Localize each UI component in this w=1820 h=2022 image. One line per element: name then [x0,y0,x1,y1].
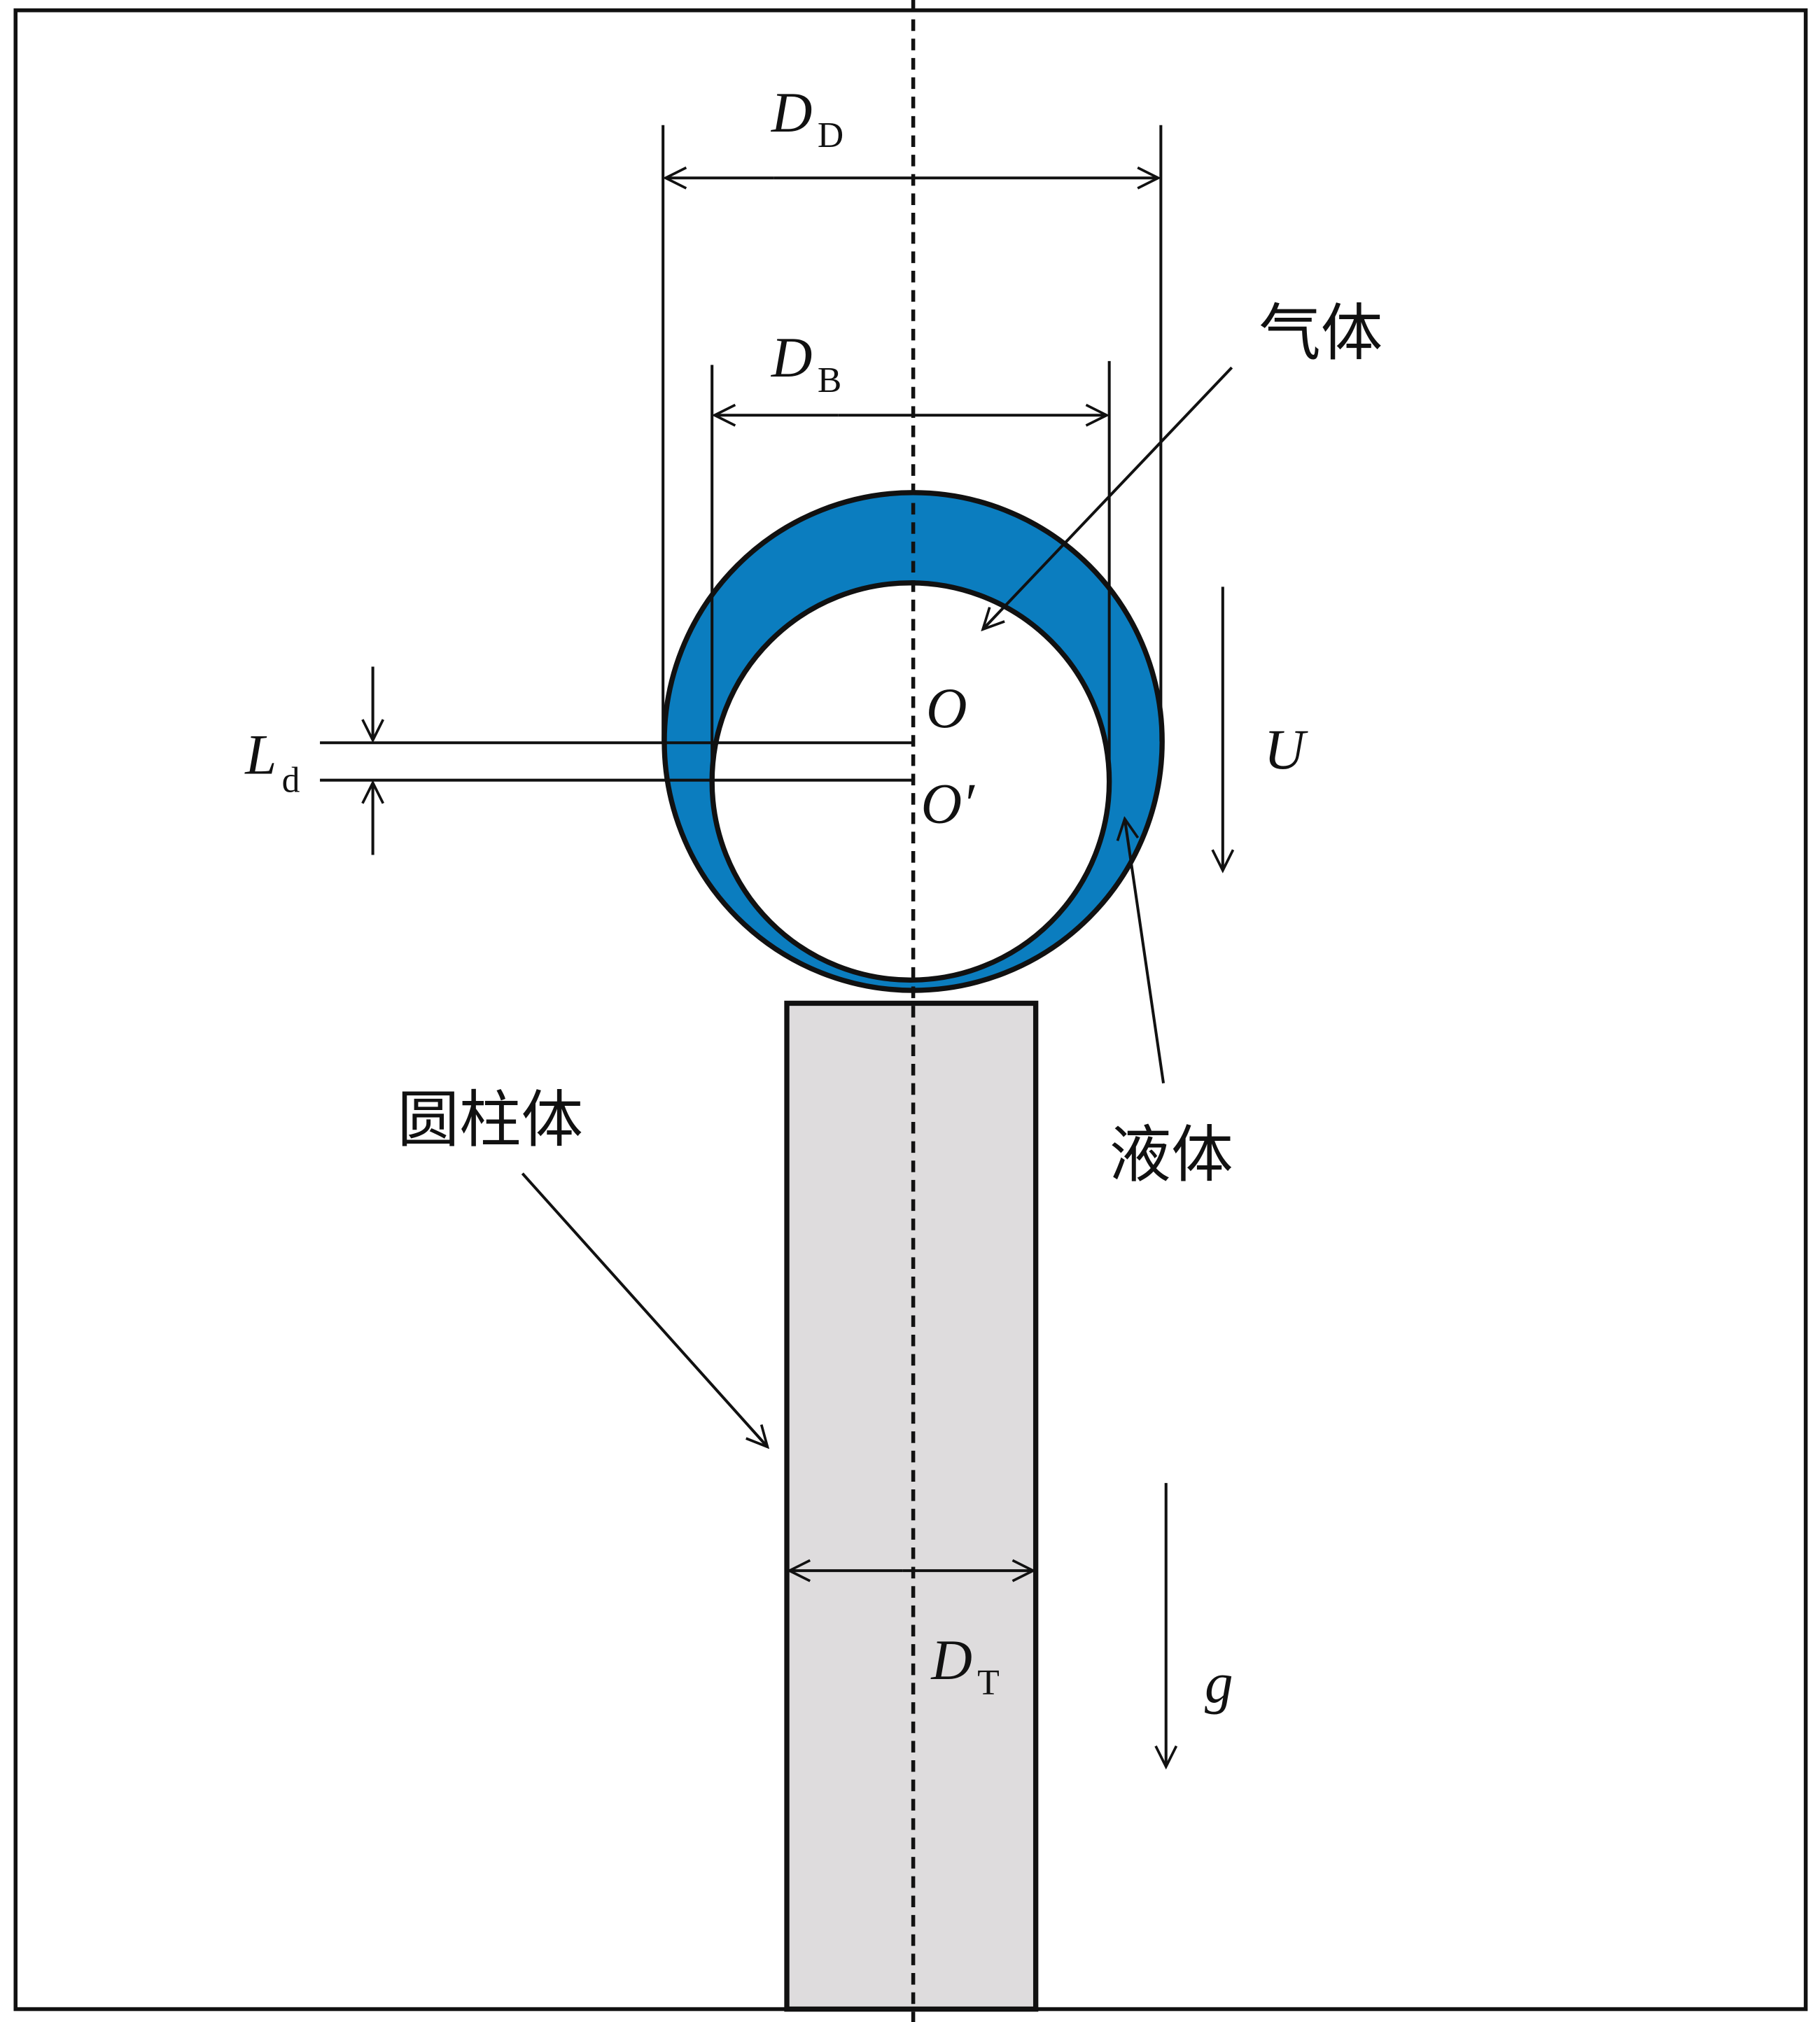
liquid-pointer-arrow [1125,819,1166,1083]
liquid-label: 液体 [1110,1118,1233,1191]
DT-label: D [930,1629,972,1692]
gas-label: 气体 [1259,297,1382,370]
DD-label: D [771,81,813,144]
DD-subscript: D [818,115,844,155]
center-O-prime-label: O′ [921,772,976,835]
gravity-label: g [1205,1652,1233,1715]
DB-label: D [771,326,813,389]
DT-subscript: T [977,1663,1000,1703]
velocity-U-label: U [1264,718,1308,781]
DB-subscript: B [818,360,841,400]
svg-text:DB: DB [771,326,841,400]
Ld-label: L [244,723,276,786]
gas-pointer-arrow [983,366,1233,629]
svg-text:Ld: Ld [244,723,300,800]
Ld-subscript: d [282,760,300,800]
cylinder-pointer-arrow [521,1172,767,1447]
svg-text:DD: DD [771,81,844,155]
center-O-label: O [926,677,967,740]
svg-text:DT: DT [930,1629,999,1703]
cylinder-label: 圆柱体 [398,1084,583,1156]
